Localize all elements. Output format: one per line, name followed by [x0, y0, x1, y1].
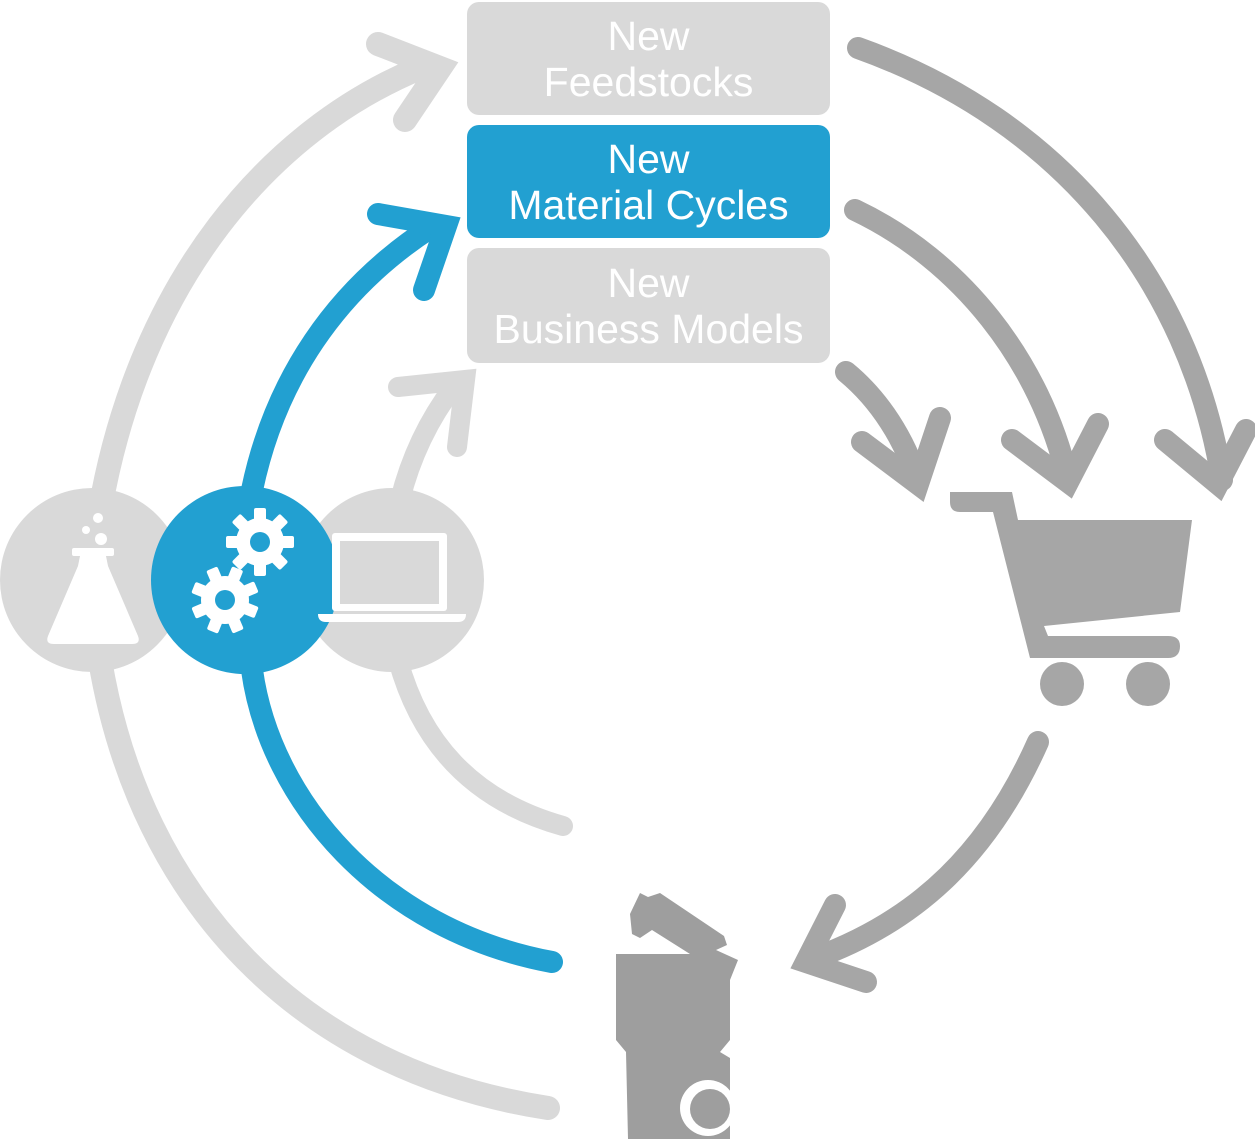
arc-return-to-gears [241, 659, 563, 973]
laptop-icon [318, 533, 466, 622]
arrowhead-business [388, 368, 477, 457]
waste-bin-icon [616, 893, 738, 1139]
box-new-feedstocks: New Feedstocks [467, 2, 830, 115]
box-material-line1: New [607, 135, 690, 182]
flask-icon [47, 513, 139, 644]
arc-flask-to-feedstocks [88, 56, 432, 522]
box-feedstocks-line1: New [607, 12, 690, 59]
arrowhead-cart-inner [851, 407, 951, 502]
arc-laptop-to-business [390, 375, 465, 510]
box-material-line2: Material Cycles [508, 181, 789, 228]
box-business-line1: New [607, 259, 690, 306]
gears-icon [191, 508, 294, 634]
arc-feedstocks-to-cart [847, 37, 1233, 491]
arc-gears-to-material [241, 217, 441, 501]
arrowhead-cart-outer [1154, 419, 1255, 502]
box-new-material-cycles: New Material Cycles [467, 125, 830, 238]
arrowhead-material [367, 203, 461, 301]
arrowhead-cart-middle [1001, 413, 1109, 499]
arc-bin-to-flask [88, 648, 560, 1120]
arc-return-to-laptop [388, 650, 573, 836]
technology-circle [151, 486, 339, 674]
arrowhead-bin [790, 894, 877, 993]
shopping-cart-icon [950, 492, 1192, 706]
arc-material-to-cart [844, 199, 1079, 491]
box-feedstocks-line2: Feedstocks [543, 58, 754, 105]
box-business-line2: Business Models [493, 305, 804, 352]
arrowhead-feedstocks [366, 32, 459, 132]
box-new-business-models: New Business Models [467, 248, 830, 363]
arc-cart-to-bin [804, 731, 1049, 969]
